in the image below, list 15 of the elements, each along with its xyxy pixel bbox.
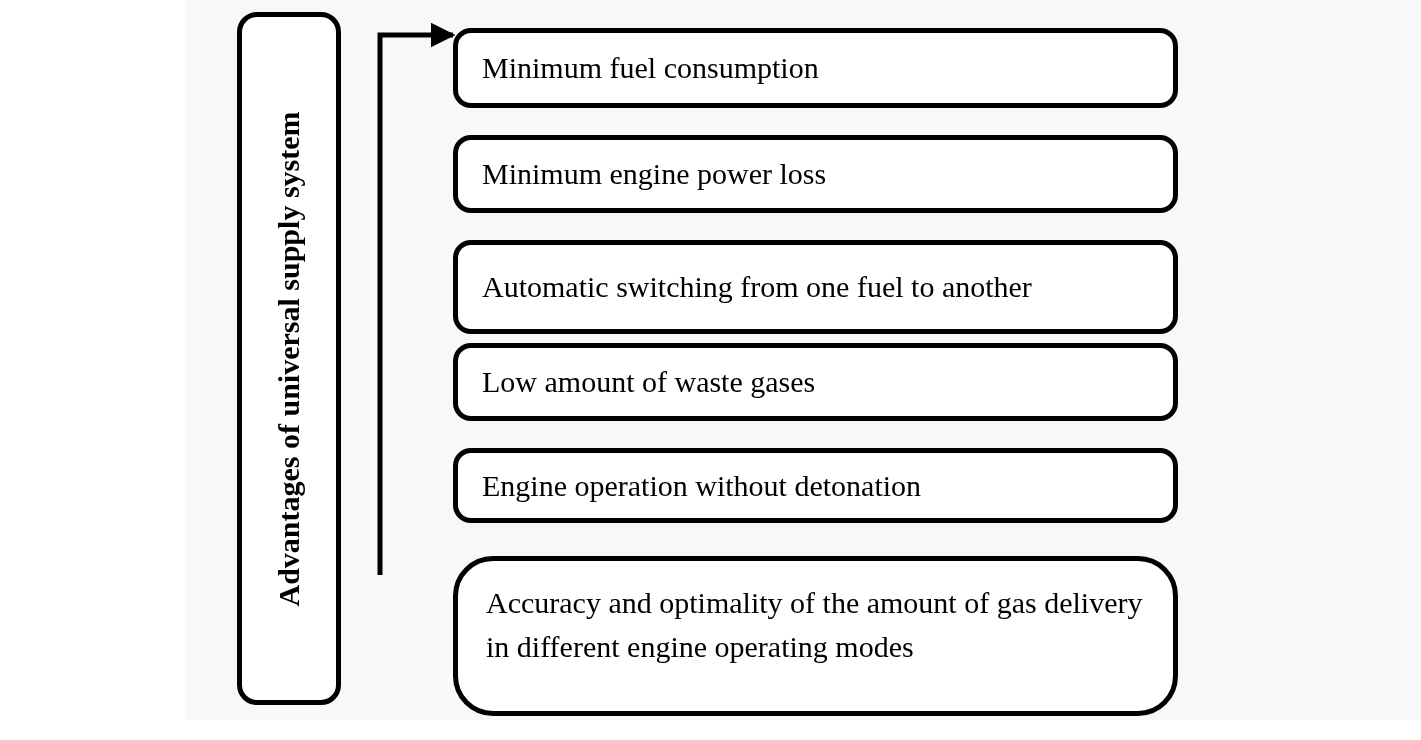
rounded-box	[453, 28, 1178, 108]
box-label: Engine operation without detonation	[482, 467, 922, 504]
rounded-box	[453, 448, 1178, 523]
arrow	[377, 22, 456, 575]
box-label: Minimum engine power loss	[482, 156, 827, 192]
box-label: Minimum fuel consumption	[482, 50, 819, 86]
rounded-box	[453, 240, 1178, 334]
box-label: Automatic switching from one fuel to another	[482, 269, 1032, 305]
rounded-box	[237, 12, 341, 705]
box-label: Low amount of waste gases	[482, 364, 816, 400]
rounded-box	[453, 135, 1178, 213]
rounded-box	[453, 556, 1178, 716]
rounded-box	[453, 343, 1178, 421]
vertical-heading: Advantages of universal supply system	[272, 110, 306, 607]
box-label: Accuracy and optimality of the amount of gas delivery in different engine operating modes	[486, 585, 1144, 665]
